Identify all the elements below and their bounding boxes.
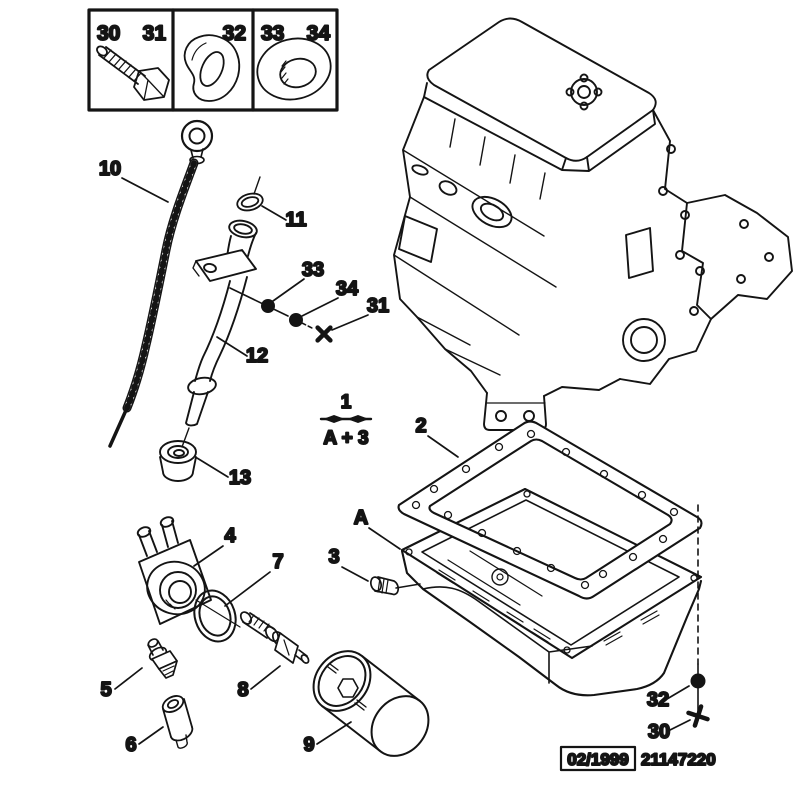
callout-32: 32 <box>647 689 669 711</box>
callouts: 10 11 12 13 33 34 31 2 A 3 4 7 5 6 8 9 3… <box>98 157 671 757</box>
leader-2 <box>427 435 459 458</box>
callout-33: 33 <box>302 259 324 281</box>
grommet-drawing <box>159 440 197 482</box>
legend-num-30: 30 <box>97 22 120 45</box>
leader-34 <box>301 297 339 317</box>
position-cross-31 <box>315 325 333 343</box>
insert-valve-drawing <box>161 695 194 749</box>
catalog-stamp: 02/1999 21147220 <box>559 745 717 772</box>
callout-3: 3 <box>328 546 339 568</box>
o-ring-drawing <box>193 589 237 643</box>
callout-4: 4 <box>224 525 236 547</box>
callout-12: 12 <box>246 345 268 367</box>
leader-12 <box>216 336 248 357</box>
legend-num-32: 32 <box>223 22 246 45</box>
assembly-note-formula: A + 3 <box>323 428 368 449</box>
leader-33 <box>272 278 305 302</box>
oil-pressure-switch-drawing <box>147 638 178 679</box>
stamp-date: 02/1999 <box>567 750 628 769</box>
leader-10 <box>121 177 169 203</box>
drain-plug-drawing <box>369 576 421 596</box>
callout-30: 30 <box>648 721 670 743</box>
legend-num-34: 34 <box>307 22 331 45</box>
assembly-note-part: 1 <box>341 392 352 413</box>
position-markers-bottom <box>686 504 710 728</box>
callout-2: 2 <box>415 415 426 437</box>
legend-box: 30 31 32 33 34 <box>87 8 339 112</box>
stamp-code: 21147220 <box>641 750 716 769</box>
leader-11 <box>261 205 287 221</box>
callout-7: 7 <box>272 551 283 573</box>
dipstick-seal-drawing <box>236 176 264 212</box>
callout-10: 10 <box>99 158 121 180</box>
dipstick-drawing <box>108 119 214 448</box>
leader-6 <box>138 726 164 745</box>
legend-num-31: 31 <box>143 22 167 45</box>
seal-ring-icon <box>256 37 332 101</box>
leader-31 <box>331 314 369 331</box>
leader-A <box>368 527 401 550</box>
union-fitting-drawing <box>239 611 310 664</box>
callout-13: 13 <box>229 467 251 489</box>
position-markers-top <box>229 287 333 343</box>
engine-block-drawing <box>393 17 793 431</box>
oil-sump-drawing <box>400 487 703 697</box>
guide-tube-drawing <box>181 219 258 448</box>
position-cross-30 <box>686 704 710 728</box>
position-dot-32 <box>690 673 706 689</box>
position-dot-33 <box>261 299 275 313</box>
callout-8: 8 <box>237 679 248 701</box>
position-dot-34 <box>289 313 303 327</box>
hex-bolt-icon <box>96 45 170 101</box>
sump-gasket-drawing <box>397 420 703 600</box>
callout-34: 34 <box>336 278 359 300</box>
oil-cooler-drawing <box>136 516 241 628</box>
callout-5: 5 <box>100 679 111 701</box>
leader-30 <box>667 719 691 732</box>
callout-31: 31 <box>367 295 389 317</box>
leader-13 <box>196 457 229 478</box>
leader-lines <box>114 177 691 745</box>
callout-11: 11 <box>285 209 306 231</box>
leader-32 <box>666 685 690 700</box>
legend-num-33: 33 <box>261 22 284 45</box>
leader-3 <box>341 566 369 582</box>
leader-8 <box>250 665 281 690</box>
leader-9 <box>316 721 352 745</box>
callout-6: 6 <box>125 734 136 756</box>
callout-A: A <box>354 507 368 529</box>
leader-4 <box>193 545 224 567</box>
oil-filter-drawing <box>312 650 430 757</box>
leader-7 <box>224 571 271 607</box>
shaped-washer-icon <box>183 34 241 102</box>
leader-5 <box>114 667 143 690</box>
assembly-note: 1 A + 3 <box>319 391 373 450</box>
callout-9: 9 <box>303 734 314 756</box>
